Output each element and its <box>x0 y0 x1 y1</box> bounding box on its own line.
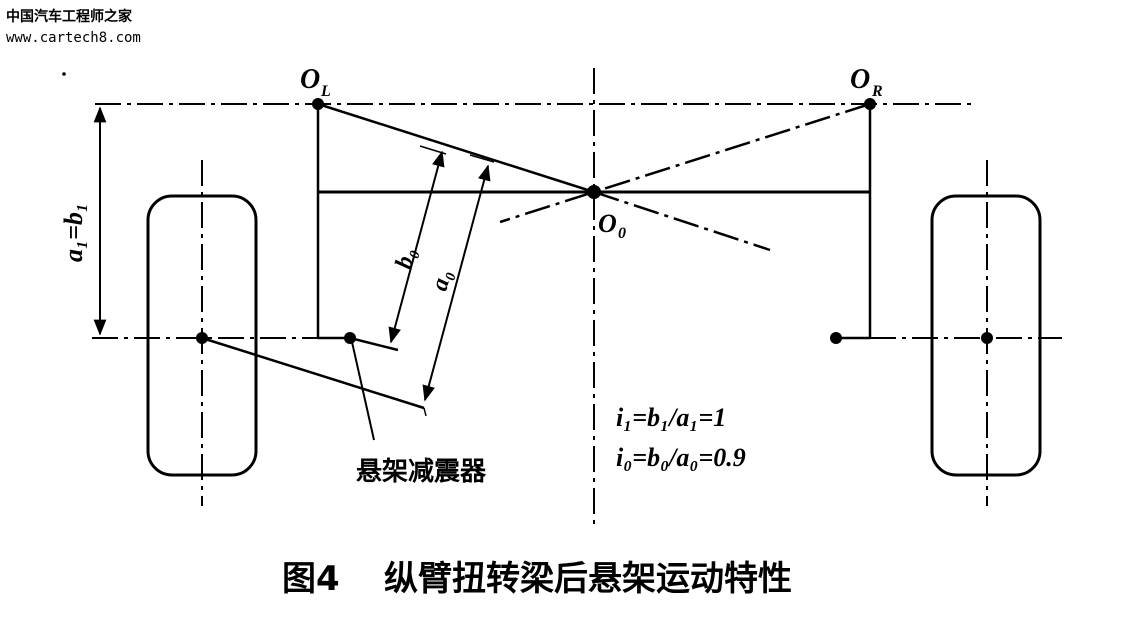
wheel-swing-line <box>201 336 425 410</box>
roll-center-subscript: 0 <box>618 225 626 242</box>
pivot-right-label: O <box>850 64 870 95</box>
left-swing-line <box>317 102 595 194</box>
left-wheel <box>146 194 258 477</box>
left-wheel-center-point <box>196 332 208 344</box>
formula-2: i₀=b₀/a₀=0.9 <box>616 443 746 472</box>
a0-ext-top <box>469 154 495 163</box>
stray-dot <box>62 72 66 76</box>
shock-stub <box>349 336 399 352</box>
figure-title: 纵臂扭转梁后悬架运动特性 <box>384 559 792 599</box>
a1-b1-label: a₁=b₁ <box>59 203 88 262</box>
shock-absorber-label: 悬架减震器 <box>356 457 487 487</box>
roll-center-label: O <box>598 209 617 238</box>
pivot-right-subscript: R <box>871 83 883 100</box>
left-swing-extension <box>593 190 771 252</box>
a0-dimension-arrow <box>422 164 491 402</box>
pivot-left-label: O <box>300 64 320 95</box>
watermark-url: www.cartech8.com <box>6 30 141 46</box>
figure-number: 图4 <box>282 559 340 599</box>
right-wheel <box>930 194 1042 477</box>
left-shock-point <box>344 332 356 344</box>
pivot-left-point <box>312 98 324 110</box>
pivot-right-point <box>864 98 876 110</box>
a0-label: a₀ <box>427 267 457 293</box>
watermark-site-name: 中国汽车工程师之家 <box>6 9 132 25</box>
a0-ext-bottom <box>423 407 427 417</box>
right-swing-line <box>499 102 871 224</box>
roll-center-point <box>587 185 601 199</box>
right-wheel-center-point <box>981 332 993 344</box>
shock-leader-line <box>351 341 375 441</box>
right-shock-point <box>830 332 842 344</box>
formula-1: i₁=b₁/a₁=1 <box>616 403 726 432</box>
pivot-left-subscript: L <box>320 83 331 100</box>
